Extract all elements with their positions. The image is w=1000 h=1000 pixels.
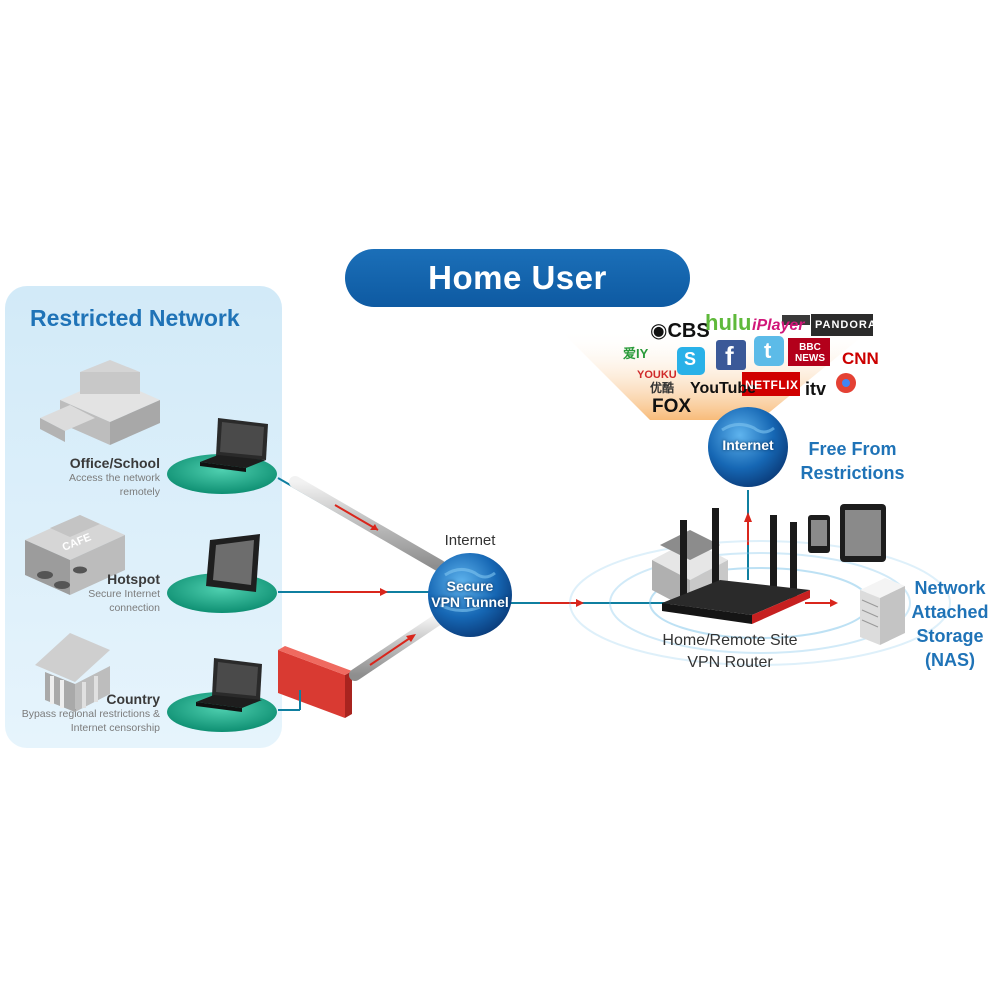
vpn-tube-hotspot xyxy=(278,586,440,598)
logo-youtube: YouTube xyxy=(690,380,757,397)
government-building-icon xyxy=(35,633,110,712)
site-desc-hotspot-2: connection xyxy=(109,602,160,614)
nas-label-1: Network xyxy=(914,578,986,598)
home-user-banner: Home User xyxy=(345,249,690,307)
logo-iplayer: iPlayer xyxy=(752,317,805,334)
nas-label-3: Storage xyxy=(916,626,984,646)
free-from-label: Free From xyxy=(808,439,897,459)
nas-label-2: Attached xyxy=(911,602,989,622)
logo-youku-cn: 优酷 xyxy=(650,381,675,395)
secure-label: Secure xyxy=(446,578,494,594)
logo-bbc-news: BBC NEWS xyxy=(795,342,825,364)
site-title-office: Office/School xyxy=(69,455,160,471)
cafe-building-icon xyxy=(25,515,125,595)
vpn-tube-country xyxy=(278,612,446,711)
smartphone-icon xyxy=(808,515,830,553)
logo-facebook: f xyxy=(725,341,734,371)
internet-globe-label: Internet xyxy=(722,437,774,453)
logo-netflix: NETFLIX xyxy=(745,378,799,392)
nas-label-4: (NAS) xyxy=(925,650,975,670)
up-arrow-icon xyxy=(744,512,752,522)
logo-cnn: CNN xyxy=(842,349,879,368)
logo-iqiyi: 爱IY xyxy=(623,346,649,361)
vpn-tube-router xyxy=(510,597,680,609)
site-title-hotspot: Hotspot xyxy=(107,571,160,587)
logo-fox: FOX xyxy=(652,396,692,417)
tablet-icon xyxy=(206,534,260,592)
logo-hulu: hulu xyxy=(705,310,752,335)
vpn-tunnel-label: VPN Tunnel xyxy=(431,594,509,610)
site-desc-office-1: Access the network xyxy=(68,472,160,484)
router-label-2: VPN Router xyxy=(687,654,773,671)
wifi-arcs xyxy=(569,540,951,666)
right-arrow-icon xyxy=(830,599,838,607)
laptop-icon xyxy=(200,418,268,472)
office-building-icon xyxy=(40,360,160,445)
router-label-1: Home/Remote Site xyxy=(662,632,798,649)
site-desc-office-2: remotely xyxy=(119,486,160,498)
logo-twitter: t xyxy=(764,338,772,363)
site-desc-country-1: Bypass regional restrictions & xyxy=(21,708,160,720)
logo-itv: itv xyxy=(805,379,827,399)
logo-youku: YOUKU xyxy=(637,369,677,381)
nas-icon xyxy=(860,578,905,645)
site-title-country: Country xyxy=(106,691,160,707)
restrictions-label: Restrictions xyxy=(800,463,905,483)
laptop-icon xyxy=(196,658,262,712)
internet-label: Internet xyxy=(444,532,496,549)
site-desc-hotspot-1: Secure Internet xyxy=(88,588,160,600)
logo-pandora: PANDORA xyxy=(815,319,877,331)
vpn-tube-office xyxy=(277,476,453,579)
logo-cbs: ◉CBS xyxy=(650,320,710,342)
logo-skype: S xyxy=(684,349,697,369)
firewall-icon xyxy=(278,646,352,718)
vpn-router-icon xyxy=(662,508,810,624)
tablet-icon xyxy=(840,504,886,562)
site-desc-country-2: Internet censorship xyxy=(70,722,160,734)
service-logos xyxy=(677,314,873,396)
restricted-network-title: Restricted Network xyxy=(30,305,240,331)
logo-chrome: ◎ xyxy=(837,373,838,391)
